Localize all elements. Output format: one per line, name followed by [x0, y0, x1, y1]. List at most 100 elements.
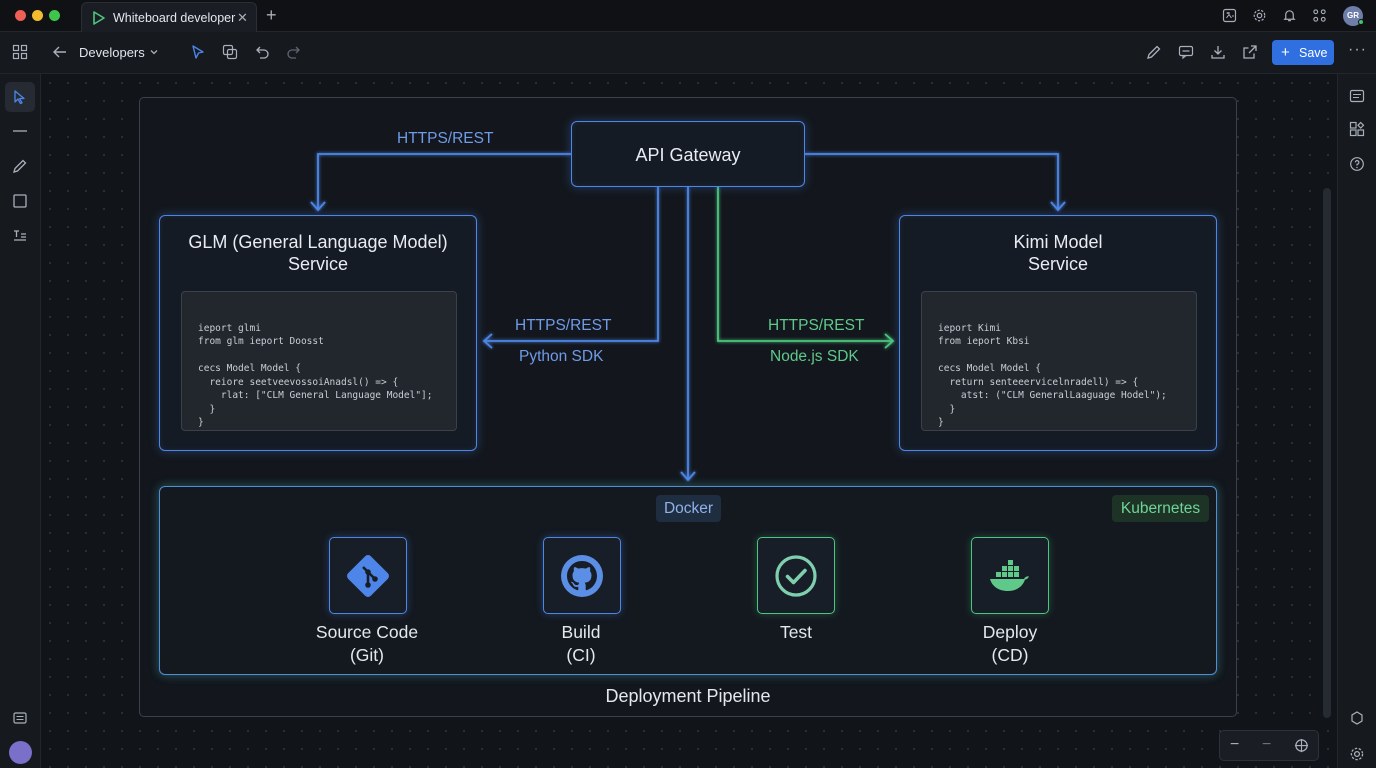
chevron-down-icon[interactable] — [149, 47, 159, 57]
new-tab-button[interactable]: + — [266, 5, 277, 25]
code-line: from ieport Kbsi — [938, 336, 1030, 347]
connection-label-https-right: HTTPS/REST — [768, 317, 865, 334]
code-line: } — [198, 403, 216, 415]
connection-label-python-sdk: Python SDK — [519, 348, 604, 365]
line-icon — [13, 130, 27, 132]
play-icon — [93, 11, 105, 25]
stage-build[interactable] — [543, 537, 621, 614]
code-line: ieport glmi — [198, 322, 261, 334]
plugin-icon[interactable] — [1349, 710, 1365, 726]
tool-rectangle[interactable] — [5, 186, 35, 216]
breadcrumb[interactable]: Developers — [79, 45, 145, 60]
cursor-icon — [14, 90, 25, 105]
tool-line[interactable] — [5, 116, 35, 146]
maximize-window-button[interactable] — [49, 10, 60, 21]
download-icon[interactable] — [1210, 44, 1226, 60]
back-arrow-icon[interactable] — [52, 44, 68, 60]
stage-deploy[interactable] — [971, 537, 1049, 614]
right-panel-rail — [1337, 74, 1376, 768]
components-icon[interactable] — [1349, 121, 1365, 137]
checkmark-circle-icon — [775, 555, 817, 597]
stage-build-label: Build — [561, 622, 601, 642]
select-icon[interactable] — [190, 44, 206, 60]
board-settings-gear-icon[interactable] — [1349, 746, 1365, 762]
code-line: rlat: ["CLM General Language Model"]; — [198, 390, 433, 401]
close-window-button[interactable] — [15, 10, 26, 21]
grid-icon[interactable] — [12, 44, 28, 60]
code-line: } — [198, 417, 204, 428]
settings-gear-icon[interactable] — [1252, 8, 1267, 23]
bell-icon[interactable] — [1282, 8, 1297, 23]
minimize-window-button[interactable] — [32, 10, 43, 21]
stage-deploy-sublabel: (CD) — [991, 645, 1029, 665]
save-button-label: Save — [1299, 46, 1328, 60]
zoom-controls: − − — [1219, 730, 1319, 761]
tool-pencil[interactable] — [5, 151, 35, 181]
pencil-icon — [13, 159, 27, 173]
connector-nodejs-sdk — [717, 187, 895, 349]
code-line: from glm ieport Doosst — [198, 336, 324, 347]
pen-icon[interactable] — [1146, 44, 1162, 60]
left-tool-rail — [0, 74, 41, 768]
text-tool-icon — [14, 230, 26, 241]
zoom-minus-button[interactable]: − — [1262, 736, 1272, 753]
share-icon[interactable] — [1242, 44, 1258, 60]
stage-source-code-sublabel: (Git) — [349, 645, 385, 665]
connector-python-sdk — [482, 187, 659, 349]
api-gateway-label: API Gateway — [635, 145, 741, 165]
stage-test[interactable] — [757, 537, 835, 614]
code-line: ieport Kimi — [938, 322, 1001, 334]
save-button[interactable]: + Save — [1272, 40, 1334, 65]
kimi-code-block[interactable]: ieport Kimi from ieport Kbsi cecs Model M… — [921, 291, 1197, 431]
title-bar: Whiteboard developer ✕ + GR — [0, 0, 1376, 32]
undo-icon[interactable] — [254, 44, 270, 60]
layers-icon — [13, 712, 27, 724]
code-line: reiore seetveevossoiAnadsl() => { — [198, 376, 399, 388]
code-line: return senteeervicelnradell) => { — [938, 376, 1139, 388]
glm-code-block[interactable]: ieport glmi from glm ieport Doosst cecs M… — [181, 291, 457, 431]
api-gateway-node[interactable]: API Gateway — [571, 121, 805, 187]
zoom-out-button[interactable]: − — [1230, 736, 1240, 753]
redo-icon[interactable] — [286, 44, 302, 60]
kubernetes-tag: Kubernetes — [1112, 495, 1209, 522]
tool-select[interactable] — [5, 82, 35, 112]
docker-tag: Docker — [656, 495, 721, 522]
collaborator-avatar[interactable] — [9, 741, 32, 764]
translate-icon[interactable] — [1222, 8, 1237, 23]
properties-icon[interactable] — [1349, 88, 1365, 104]
canvas-scrollbar[interactable] — [1323, 188, 1331, 718]
stage-deploy-label: Deploy — [982, 622, 1038, 642]
tab-title: Whiteboard developer — [113, 11, 236, 25]
tool-layers[interactable] — [5, 703, 35, 733]
connection-label-https-left: HTTPS/REST — [515, 317, 612, 334]
stage-source-code[interactable] — [329, 537, 407, 614]
tab-whiteboard[interactable]: Whiteboard developer ✕ — [81, 2, 257, 32]
apps-icon[interactable] — [1312, 8, 1327, 23]
pipeline-title: Deployment Pipeline — [605, 686, 771, 706]
online-status-dot — [1358, 19, 1364, 25]
more-icon[interactable]: ··· — [1348, 41, 1367, 58]
close-tab-icon[interactable]: ✕ — [237, 10, 248, 25]
github-icon — [561, 555, 603, 597]
frame-icon[interactable] — [222, 44, 238, 60]
kimi-service-title: Kimi Model — [1013, 232, 1103, 252]
fit-to-screen-icon[interactable] — [1294, 738, 1309, 753]
code-line: cecs Model Model { — [198, 363, 301, 374]
code-line: } — [938, 403, 956, 415]
glm-service-node[interactable]: GLM (General Language Model) Service iep… — [159, 215, 477, 451]
code-line — [938, 349, 1180, 363]
stage-test-label: Test — [779, 622, 813, 642]
connection-label-https-top: HTTPS/REST — [397, 130, 494, 147]
stage-source-code-label: Source Code — [315, 622, 419, 642]
git-icon — [347, 555, 389, 597]
connector-gateway-to-pipeline — [680, 187, 696, 482]
code-line: atst: ("CLM GeneralLaaguage Hodel"); — [938, 390, 1167, 401]
code-line: cecs Model Model { — [938, 363, 1041, 374]
glm-service-subtitle: Service — [287, 254, 349, 274]
connection-label-nodejs-sdk: Node.js SDK — [770, 348, 859, 365]
comment-icon[interactable] — [1178, 44, 1194, 60]
help-icon[interactable] — [1349, 156, 1365, 172]
tool-text[interactable] — [5, 221, 35, 251]
code-line — [198, 349, 440, 363]
